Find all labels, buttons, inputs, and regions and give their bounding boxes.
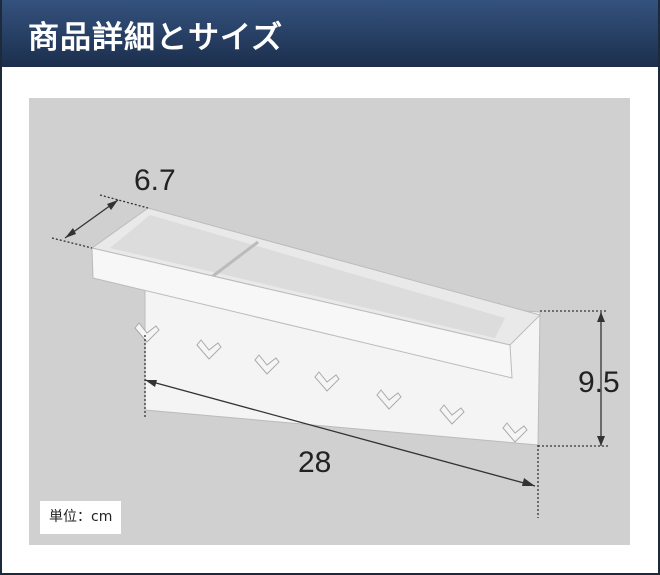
tray-inner xyxy=(110,215,505,338)
hooks xyxy=(134,322,528,443)
width-label: 28 xyxy=(298,446,331,479)
page-title: 商品詳細とサイズ xyxy=(28,20,284,56)
header-bar: 商品詳細とサイズ xyxy=(0,0,660,67)
tray-front xyxy=(91,247,513,379)
unit-label: 単位：cm xyxy=(40,501,122,534)
height-label: 9.5 xyxy=(578,366,620,399)
depth-label: 6.7 xyxy=(134,164,176,197)
